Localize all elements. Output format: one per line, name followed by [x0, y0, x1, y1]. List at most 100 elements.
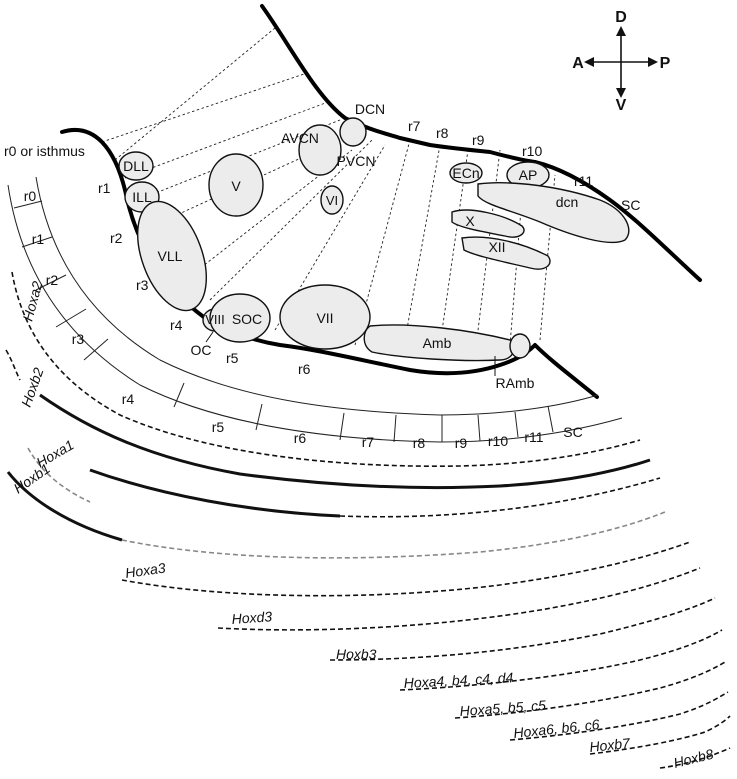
strip-r11: r11 — [524, 429, 543, 445]
label-hoxb2: Hoxb2 — [18, 365, 47, 409]
hoxb2-domain-solid — [39, 393, 651, 489]
label-dcn-dorsal: DCN — [355, 101, 385, 117]
rhombomere-labels: r0 or isthmus r1 r2 r3 r4 r5 r6 r7 r8 r9… — [4, 118, 640, 377]
nucleus-vi — [320, 185, 344, 215]
label-brain-r4: r4 — [170, 317, 183, 333]
strip-r4: r4 — [122, 391, 135, 407]
rhombomere-strip: r0 r1 r2 r3 r4 r5 r6 r7 r8 r9 r10 r11 SC — [7, 176, 623, 451]
hoxa3-domain — [121, 541, 691, 597]
label-brain-r1: r1 — [98, 180, 111, 196]
label-brain-r3: r3 — [136, 277, 149, 293]
label-brain-r2: r2 — [110, 230, 123, 246]
strip-sc: SC — [563, 424, 582, 440]
label-vii: VII — [316, 310, 333, 326]
nucleus-amb — [363, 324, 515, 362]
label-hoxb7: Hoxb7 — [589, 735, 632, 755]
label-hoxb3: Hoxb3 — [336, 646, 377, 662]
nucleus-ecn — [449, 162, 483, 184]
compass: D A P V — [572, 9, 670, 114]
nucleus-dcn-dorsal — [339, 117, 367, 147]
label-ill: ILL — [132, 189, 152, 205]
nucleus-dcn-lower — [477, 182, 630, 244]
label-hox4: Hoxa4, b4, c4, d4 — [403, 669, 514, 691]
oc-pointer — [205, 331, 214, 343]
label-dcn-lower: dcn — [556, 194, 579, 210]
strip-r5: r5 — [212, 419, 225, 435]
hox-domains — [5, 271, 731, 769]
label-hoxd3: Hoxd3 — [231, 608, 273, 627]
label-hoxb1: Hoxb1 — [11, 460, 53, 496]
nucleus-xii — [461, 236, 551, 270]
label-ap: AP — [519, 167, 538, 183]
strip-r0: r0 — [24, 188, 37, 204]
label-v: V — [231, 178, 241, 194]
hoxa1-domain-solid — [89, 468, 341, 518]
hoxb1-domain-solid — [6, 471, 123, 542]
nucleus-ramb — [509, 333, 531, 359]
strip-r9: r9 — [455, 435, 468, 451]
hoxa2-domain — [11, 271, 641, 467]
label-dll: DLL — [123, 158, 149, 174]
label-ecn: ECn — [452, 165, 479, 181]
label-brain-r11: r11 — [574, 173, 593, 189]
label-avcn: AVCN — [281, 130, 319, 146]
hoxb3-domain — [329, 597, 716, 661]
strip-r3: r3 — [72, 331, 85, 347]
strip-r10: r10 — [488, 433, 508, 449]
hoxb2-domain-dashed — [5, 349, 21, 381]
label-vi: VI — [326, 193, 338, 208]
label-x: X — [465, 213, 475, 229]
label-brain-r8: r8 — [436, 125, 449, 141]
label-hoxb8: Hoxb8 — [672, 746, 715, 771]
label-ramb: RAmb — [496, 375, 535, 391]
nucleus-avcn — [298, 124, 342, 176]
hox-labels: Hoxa2 Hoxb2 Hoxa1 Hoxb1 Hoxa3 Hoxd3 Hoxb… — [11, 279, 716, 771]
nucleus-soc — [209, 293, 271, 343]
label-xii: XII — [488, 239, 505, 255]
hoxa1-domain-tail — [339, 477, 661, 518]
label-amb: Amb — [423, 335, 452, 351]
label-soc: SOC — [232, 311, 262, 327]
arrow-up-icon — [616, 26, 626, 36]
compass-dorsal: D — [615, 9, 627, 26]
compass-anterior: A — [572, 55, 584, 72]
nucleus-dll — [118, 151, 154, 181]
hoxa1-domain-dashed — [27, 447, 91, 503]
label-hox6: Hoxa6, b6, c6 — [513, 716, 601, 741]
label-pvcn: PVCN — [337, 153, 376, 169]
nucleus-vii — [279, 284, 371, 350]
nucleus-x — [451, 209, 525, 238]
label-hoxa3: Hoxa3 — [124, 559, 167, 581]
label-hox5: Hoxa5, b5, c5 — [459, 697, 547, 719]
hoxb8-domain — [659, 747, 731, 769]
compass-posterior: P — [660, 55, 671, 72]
hox5-domain — [454, 661, 726, 719]
strip-r6: r6 — [294, 430, 307, 446]
label-hoxa2: Hoxa2 — [19, 279, 45, 322]
label-vll: VLL — [158, 248, 183, 264]
label-brain-r10: r10 — [522, 143, 542, 159]
label-brain-r5: r5 — [226, 350, 239, 366]
nuclei — [118, 117, 630, 376]
nucleus-v — [208, 153, 264, 217]
strip-outer-edge — [7, 184, 623, 443]
arrow-left-icon — [584, 57, 594, 67]
hox4-domain — [399, 629, 723, 691]
strip-inner-edge — [35, 176, 599, 416]
strip-r7: r7 — [362, 434, 375, 450]
hoxb1-domain-grey — [121, 511, 666, 559]
label-brain-sc: SC — [621, 197, 640, 213]
label-brain-r6: r6 — [298, 361, 311, 377]
hoxd3-domain — [217, 567, 701, 631]
strip-r1: r1 — [32, 231, 45, 247]
label-brain-r9: r9 — [472, 132, 485, 148]
brain-dorsal-outline — [260, 4, 702, 282]
label-oc: OC — [191, 342, 212, 358]
arrow-right-icon — [648, 57, 658, 67]
label-viii: VIII — [205, 312, 225, 327]
label-r0-isthmus: r0 or isthmus — [4, 143, 85, 159]
label-brain-r7: r7 — [408, 118, 421, 134]
strip-r8: r8 — [413, 435, 426, 451]
